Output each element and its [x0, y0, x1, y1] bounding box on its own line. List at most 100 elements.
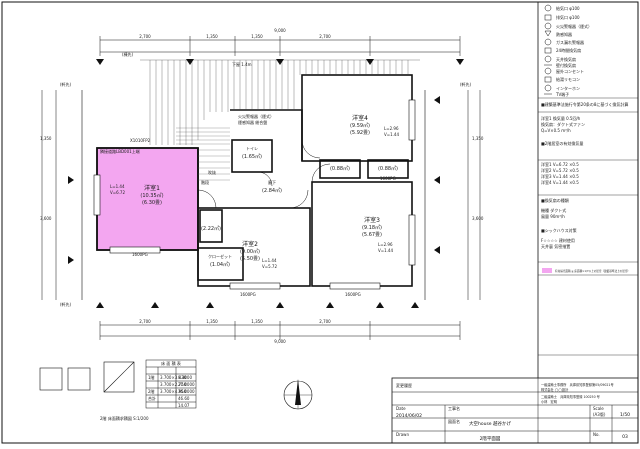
- toilet-name: トイレ: [246, 146, 258, 151]
- label-door-2: 1600PG: [240, 292, 256, 297]
- area-row-0-b: 3.700×3.430: [160, 375, 187, 380]
- label-height-2: (軒先): [460, 81, 472, 87]
- corridor-label: 階段: [201, 179, 209, 185]
- dim-top-total: 9,000: [274, 28, 286, 33]
- closet4-size: (0.88㎡): [378, 165, 398, 172]
- area-row-0-c: 9.3000: [178, 375, 192, 380]
- spec-1-row-0: 洋室1 V=6.72 ×0.5: [541, 161, 579, 167]
- hall-name: 廊下: [268, 179, 276, 185]
- room-western2-name: 洋室2: [242, 240, 258, 248]
- scale-value: 1/50: [620, 412, 630, 418]
- room-western2-size: (9.00㎡): [240, 248, 260, 255]
- room-western4-name: 洋室4: [352, 114, 368, 122]
- room-western3-volume: V=1.44: [378, 248, 393, 253]
- symbol-6: 天井換気扇: [556, 56, 576, 62]
- area-row-2-b: 3.700×4.950: [160, 389, 187, 394]
- area-row-1-c: 27.0000: [178, 382, 195, 387]
- label-height-4: (軒先): [60, 301, 72, 307]
- spec-0-row-1: 換気扇：ダクト式ファン: [541, 121, 585, 127]
- room-western4-tatami: (5.92畳): [350, 130, 370, 136]
- room-western1-tatami: (6.30畳): [142, 200, 162, 206]
- doors: [197, 139, 331, 209]
- area-legend-title: 2階 床面積求積図 S:1/200: [100, 415, 149, 421]
- label-door-4: 1600PG: [380, 176, 396, 181]
- drawn-label: Drawn: [396, 432, 409, 437]
- scale-sub: (A3版): [593, 411, 606, 417]
- titleblock-right-grid: [538, 97, 638, 356]
- area-row-3-c: 46.60: [178, 396, 190, 401]
- spec-1-row-1: 洋室2 V=5.72 ×0.5: [541, 167, 579, 173]
- area-row-0-a: 1階: [148, 374, 155, 380]
- dim-right-1: 3,600: [472, 216, 484, 221]
- room-western2-ceiling: L=1.44: [262, 258, 277, 263]
- area-row-2-c: 36.0000: [178, 389, 195, 394]
- spec-3-row-0: F☆☆☆☆ 建材使用: [541, 237, 575, 243]
- symbol-1: 排気口 φ100: [556, 14, 580, 20]
- area-table: [145, 359, 197, 409]
- room-western1-ceiling: L=1.44: [110, 184, 125, 189]
- dim-right-0: 1,350: [472, 136, 484, 141]
- label-grid-marker: X1010FP2: [130, 138, 151, 143]
- room-western1-fill: [96, 147, 199, 251]
- area-row-4-c: 14.07: [178, 403, 190, 408]
- legend-pink-swatch: [542, 268, 552, 273]
- area-diagram: [39, 361, 135, 393]
- symbol-4: ガス漏れ警報器: [556, 39, 584, 45]
- dimension-lines: [41, 36, 481, 340]
- area-row-3-a: 合計: [148, 395, 156, 401]
- sheet-no: 03: [622, 434, 628, 440]
- dim-bottom-3: 2,700: [319, 319, 331, 324]
- label-balcony-note: 隣接道路LBD001上端: [100, 148, 140, 154]
- hall-size: (2.84㎡): [262, 187, 282, 194]
- name-label: 工事名: [448, 405, 460, 411]
- symbol-7: 壁付換気扇: [556, 62, 576, 68]
- room-western3-size: (9.18㎡): [362, 224, 382, 231]
- dim-bottom-1: 1,350: [206, 319, 218, 324]
- closet1-name: クローゼット: [208, 253, 232, 259]
- dim-bottom-0: 2,700: [139, 319, 151, 324]
- spec-2-row-0: 機種 ダクト式: [541, 207, 566, 213]
- room-western3-ceiling: L=2.96: [378, 242, 393, 247]
- symbol-8: 屋外コンセント: [556, 68, 584, 74]
- title-label: 図面名: [448, 418, 460, 424]
- spec-1-row-3: 洋室4 V=1.44 ×0.5: [541, 179, 579, 185]
- room-western1-volume: V=6.72: [110, 190, 125, 195]
- area-table-title: 床 面 積 表: [161, 360, 181, 366]
- stair-label: 吹抜: [208, 169, 216, 175]
- stair-lines: [176, 127, 230, 181]
- legend-pink-text: 有効採光面積 ≧ 床面積×1/7以上の居室（建築基準法上の居室）: [555, 269, 630, 273]
- symbol-icons: [544, 4, 552, 95]
- label-door-3: 1600PG: [345, 292, 361, 297]
- sheet-no-label: No.: [593, 432, 600, 437]
- spec-0-row-2: Q=V×0.5 m³/h: [541, 128, 571, 133]
- titleblock-bottom: [391, 377, 639, 444]
- project-name: 大空house 越谷かげ: [469, 420, 512, 427]
- dim-top-2: 1,350: [251, 34, 263, 39]
- spec-1-title: ■2階居室の有効換気量: [541, 140, 583, 146]
- firm-line-2: 二級建築士 兵庫県知事登録 100250 号: [541, 394, 600, 399]
- spec-2-row-1: 風量 90m³/h: [541, 213, 565, 219]
- firm-line-3: 小林 宏明: [541, 399, 557, 404]
- label-door-1: 1600PG: [132, 252, 148, 257]
- firm-line-1: 株式会社 ◯◯設計: [541, 387, 569, 392]
- closet3-size: (0.88㎡): [330, 165, 350, 172]
- spec-3-row-1: 天井裏 気密措置: [541, 243, 570, 249]
- spec-2-title: ■換気扇の種類: [541, 197, 569, 203]
- symbol-9: 給湯リモコン: [556, 76, 580, 82]
- lower-roof-hatch: [140, 59, 420, 145]
- firm-line-0: 一級建築士事務所 兵庫県知事登録第05/09021号: [541, 382, 614, 387]
- room-western4-size: (9.59㎡): [350, 122, 370, 129]
- scale-label: Scale: [593, 406, 604, 411]
- room-western1-size: (10.35㎡): [140, 192, 163, 199]
- toilet-size: (1.65㎡): [242, 153, 262, 160]
- closet1-size: (1.04㎡): [210, 261, 230, 268]
- area-row-2-a: 2階: [148, 388, 155, 394]
- room-western3-tatami: (5.67畳): [362, 232, 382, 238]
- windows: [93, 99, 416, 290]
- sheet-title: 2階平面図: [480, 435, 501, 442]
- symbol-10: インターホン: [556, 85, 580, 91]
- room-western4-volume: V=1.44: [384, 132, 399, 137]
